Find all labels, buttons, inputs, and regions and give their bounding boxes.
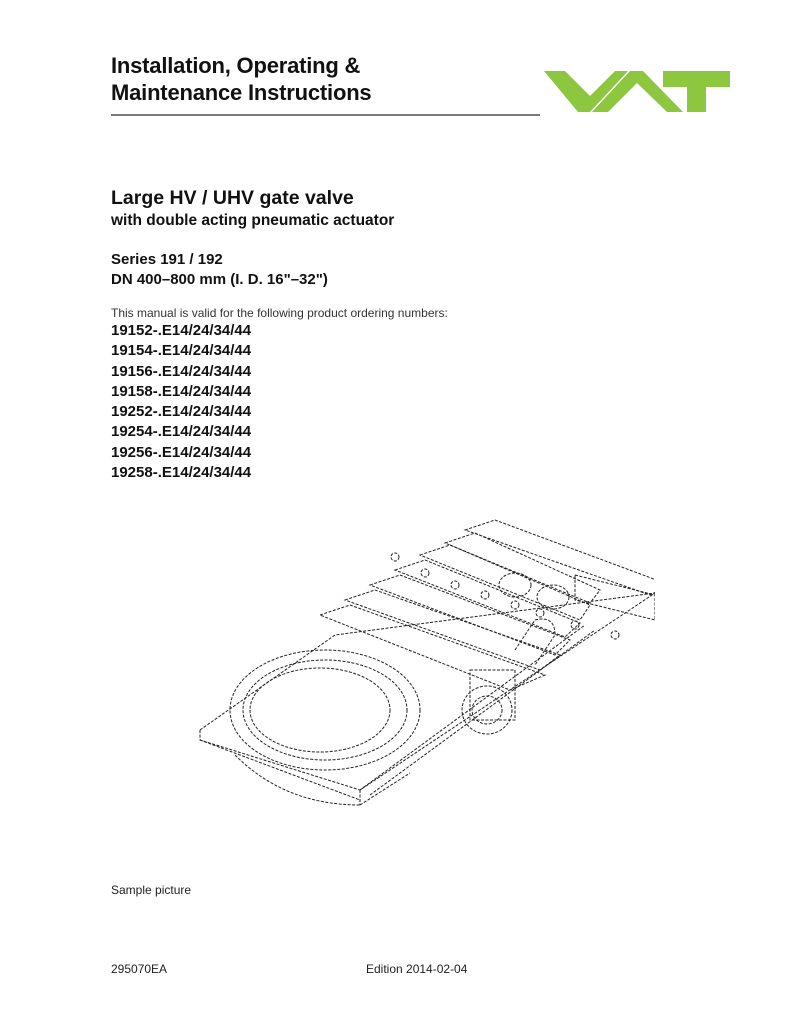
- ordering-number: 19258-.E14/24/34/44: [111, 464, 252, 482]
- document-type-heading: Installation, Operating & Maintenance In…: [111, 52, 372, 106]
- gate-valve-illustration-icon: [199, 519, 655, 806]
- header-divider: [111, 114, 540, 116]
- product-subtitle: with double acting pneumatic actuator: [111, 212, 395, 229]
- ordering-number: 19154-.E14/24/34/44: [111, 342, 252, 360]
- doc-type-line-1: Installation, Operating &: [111, 53, 361, 78]
- doc-type-line-2: Maintenance Instructions: [111, 80, 372, 105]
- ordering-intro: This manual is valid for the following p…: [111, 306, 448, 320]
- ordering-number: 19156-.E14/24/34/44: [111, 362, 252, 380]
- edition-date: Edition 2014-02-04: [366, 962, 468, 976]
- ordering-number: 19158-.E14/24/34/44: [111, 382, 252, 400]
- ordering-number-list: 19152-.E14/24/34/44 19154-.E14/24/34/44 …: [111, 321, 251, 483]
- ordering-number: 19152-.E14/24/34/44: [111, 322, 252, 339]
- ordering-number: 19252-.E14/24/34/44: [111, 403, 252, 421]
- vat-logo-icon: [544, 71, 730, 112]
- document-number: 295070EA: [111, 962, 168, 976]
- ordering-number: 19254-.E14/24/34/44: [111, 423, 252, 441]
- product-series: Series 191 / 192: [111, 251, 223, 268]
- ordering-number: 19256-.E14/24/34/44: [111, 443, 252, 461]
- figure-caption: Sample picture: [111, 883, 192, 897]
- product-size-range: DN 400–800 mm (I. D. 16"–32"): [111, 271, 328, 288]
- product-title: Large HV / UHV gate valve: [111, 187, 354, 209]
